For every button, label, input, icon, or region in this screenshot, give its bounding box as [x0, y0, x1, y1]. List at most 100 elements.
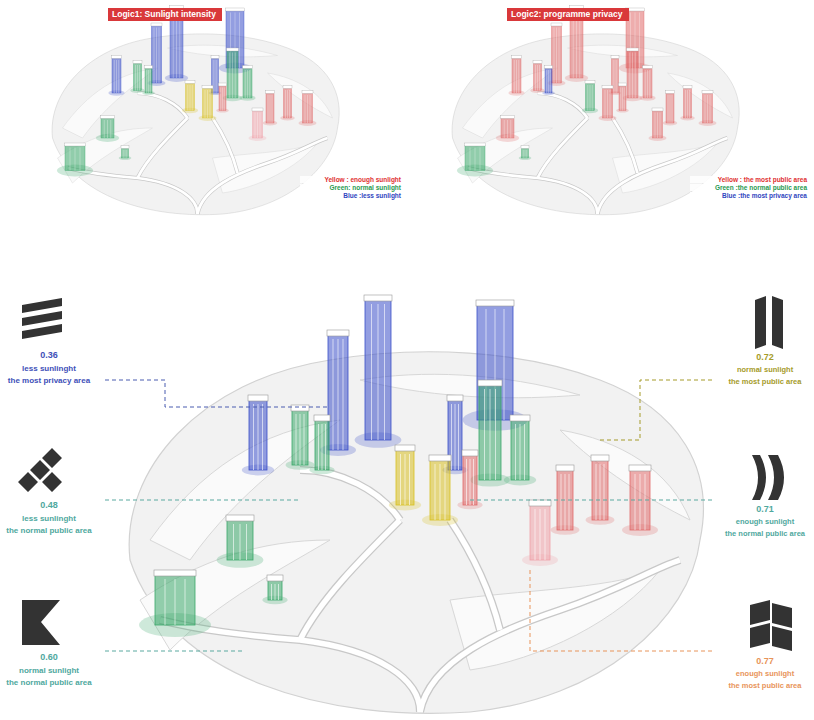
road-edge [300, 520, 400, 640]
tower [139, 570, 211, 637]
landscape-ground [52, 34, 339, 215]
tower [508, 56, 524, 96]
terrace [150, 420, 340, 560]
callout-text: the most public area [718, 378, 812, 387]
tower [280, 86, 294, 121]
tower [522, 500, 558, 566]
tower [663, 91, 677, 126]
tower [216, 83, 229, 113]
callout-text: 0.72 [718, 352, 812, 362]
sunlight-view [52, 6, 339, 215]
tower [504, 415, 536, 485]
tower [57, 143, 93, 177]
road [138, 118, 188, 178]
tower [182, 81, 198, 114]
road-edge [613, 118, 638, 173]
road [213, 118, 238, 173]
road [538, 118, 588, 178]
road [613, 118, 638, 173]
callout-text: enough sunlight [718, 518, 812, 527]
tower [586, 455, 615, 525]
tower [262, 575, 287, 604]
terrace [560, 430, 690, 520]
tower [582, 81, 598, 114]
road [300, 520, 400, 640]
callout-text: 0.77 [718, 656, 812, 666]
panel-icons [18, 296, 792, 651]
callout-text: the most privacy area [0, 376, 98, 385]
tower [389, 445, 421, 510]
tower [142, 66, 155, 96]
callout-text: the most public area [718, 682, 812, 691]
road-edge [213, 118, 238, 173]
leader-line [470, 500, 712, 501]
tower [96, 116, 119, 142]
leader-line [105, 380, 330, 407]
road-edge [450, 520, 500, 630]
road-edge [538, 118, 588, 178]
tower [199, 86, 217, 122]
terrace [360, 374, 580, 397]
terrace [168, 45, 278, 57]
tower [119, 146, 132, 161]
tower [530, 61, 544, 93]
tower [355, 295, 402, 448]
leader-line [600, 380, 712, 440]
landscape-ground [129, 352, 703, 714]
callout-text: the normal public area [718, 530, 812, 539]
lattice-icon [18, 448, 62, 492]
legend-text: Yellow : enough sunlight [300, 176, 402, 183]
legend-text: Yellow : the most public area [690, 176, 808, 183]
tower [639, 66, 655, 101]
header-text: Logic1: Sunlight intensity [112, 9, 218, 20]
terrace [463, 68, 558, 138]
road-edge [538, 93, 588, 118]
terrace [63, 68, 158, 138]
header-tag: Logic1: Sunlight intensity [108, 8, 222, 21]
tower [542, 66, 555, 96]
tower [699, 91, 717, 127]
callout-text: the normal public area [0, 678, 98, 687]
tower [616, 83, 629, 113]
road [420, 560, 680, 712]
tower [422, 455, 458, 526]
fin-icon [755, 296, 783, 349]
tower [309, 415, 334, 474]
tower [457, 143, 493, 177]
leader-line [530, 570, 712, 651]
tower [130, 61, 144, 93]
tower [680, 86, 694, 121]
tower [649, 108, 667, 141]
tower [496, 116, 519, 142]
leader-line [105, 500, 300, 501]
callout-text: the normal public area [0, 526, 98, 535]
tower [217, 515, 264, 568]
header-tag: Logic2: programme privacy [507, 8, 629, 21]
legend-text: Blue :less sunlight [300, 192, 402, 199]
tower [108, 56, 124, 96]
road-edge [138, 118, 188, 178]
louvre-icon [22, 298, 62, 339]
leader-line [105, 651, 245, 652]
callout-text: 0.36 [0, 350, 98, 360]
tower [599, 86, 617, 122]
callout-text: normal sunlight [0, 666, 98, 675]
road [450, 520, 500, 630]
callout-text: 0.48 [0, 500, 98, 510]
triangle-icon [22, 600, 60, 645]
tower [249, 108, 267, 141]
callout-text: 0.60 [0, 652, 98, 662]
curved-panel-icon [752, 455, 784, 500]
legend-text: Blue :the most privacy area [690, 192, 808, 199]
callout-text: enough sunlight [718, 670, 812, 679]
terrace [268, 73, 333, 118]
road [138, 93, 188, 118]
callout-text: 0.71 [718, 504, 812, 514]
terrace [568, 45, 678, 57]
road-edge [300, 470, 400, 520]
road-edge [420, 560, 680, 712]
road [300, 470, 400, 520]
tilted-panel-icon [750, 600, 792, 651]
road [538, 93, 588, 118]
